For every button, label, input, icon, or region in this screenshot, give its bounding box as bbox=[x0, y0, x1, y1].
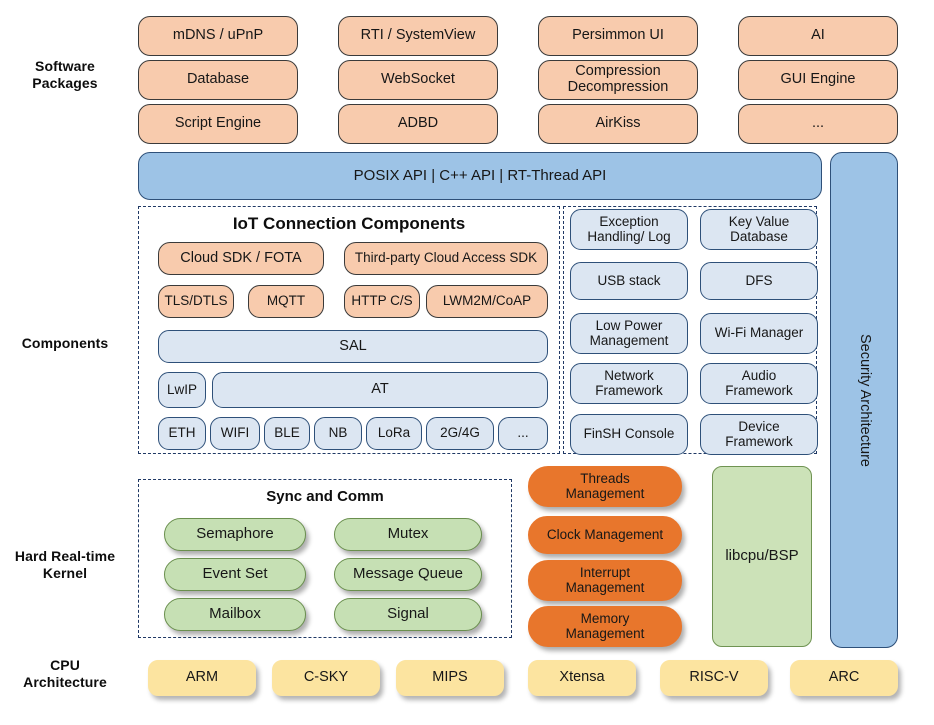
package-box[interactable]: Script Engine bbox=[138, 104, 298, 144]
component-box[interactable]: Wi-Fi Manager bbox=[700, 313, 818, 354]
row-label-components: Components bbox=[21, 334, 109, 351]
package-box[interactable]: RTI / SystemView bbox=[338, 16, 498, 56]
sync-and-comm-group bbox=[138, 479, 512, 638]
component-box[interactable]: Device Framework bbox=[700, 414, 818, 455]
sync-box[interactable]: Semaphore bbox=[164, 518, 306, 551]
component-box[interactable]: USB stack bbox=[570, 262, 688, 300]
cpu-arch-box[interactable]: MIPS bbox=[396, 660, 504, 696]
package-box[interactable]: GUI Engine bbox=[738, 60, 898, 100]
component-box[interactable]: Exception Handling/ Log bbox=[570, 209, 688, 250]
iot-protocol-box[interactable]: MQTT bbox=[248, 285, 324, 318]
kernel-management-box[interactable]: Memory Management bbox=[528, 606, 682, 647]
sync-box[interactable]: Signal bbox=[334, 598, 482, 631]
component-box[interactable]: Key Value Database bbox=[700, 209, 818, 250]
row-label-kernel: Hard Real-time Kernel bbox=[14, 548, 116, 581]
kernel-management-box[interactable]: Threads Management bbox=[528, 466, 682, 507]
row-label-software-packages: Software Packages bbox=[32, 58, 98, 91]
cpu-arch-box[interactable]: ARC bbox=[790, 660, 898, 696]
iot-connection-group bbox=[138, 206, 560, 454]
cpu-arch-box[interactable]: C-SKY bbox=[272, 660, 380, 696]
package-box[interactable]: mDNS / uPnP bbox=[138, 16, 298, 56]
row-label-cpu-architecture: CPU Architecture bbox=[23, 657, 107, 690]
iot-protocol-box[interactable]: HTTP C/S bbox=[344, 285, 420, 318]
iot-protocol-box[interactable]: TLS/DTLS bbox=[158, 285, 234, 318]
package-box[interactable]: Compression Decompression bbox=[538, 60, 698, 100]
kernel-management-box[interactable]: Interrupt Management bbox=[528, 560, 682, 601]
iot-link-box[interactable]: WIFI bbox=[210, 417, 260, 450]
security-architecture-label: Security Architecture bbox=[856, 333, 873, 467]
cpu-arch-box[interactable]: RISC-V bbox=[660, 660, 768, 696]
api-bar[interactable]: POSIX API | C++ API | RT-Thread API bbox=[138, 152, 822, 200]
iot-link-box[interactable]: BLE bbox=[264, 417, 310, 450]
component-box[interactable]: Low Power Management bbox=[570, 313, 688, 354]
package-box[interactable]: Database bbox=[138, 60, 298, 100]
sync-box[interactable]: Message Queue bbox=[334, 558, 482, 591]
kernel-management-box[interactable]: Clock Management bbox=[528, 516, 682, 554]
package-box[interactable]: AI bbox=[738, 16, 898, 56]
component-box[interactable]: FinSH Console bbox=[570, 414, 688, 455]
sync-box[interactable]: Event Set bbox=[164, 558, 306, 591]
package-box[interactable]: ... bbox=[738, 104, 898, 144]
libcpu-bsp-box[interactable]: libcpu/BSP bbox=[712, 466, 812, 647]
iot-protocol-box[interactable]: LWM2M/CoAP bbox=[426, 285, 548, 318]
package-box[interactable]: ADBD bbox=[338, 104, 498, 144]
sync-box[interactable]: Mailbox bbox=[164, 598, 306, 631]
iot-connection-title: IoT Connection Components bbox=[232, 214, 466, 233]
component-box[interactable]: Network Framework bbox=[570, 363, 688, 404]
package-box[interactable]: WebSocket bbox=[338, 60, 498, 100]
iot-link-box[interactable]: ... bbox=[498, 417, 548, 450]
component-box[interactable]: DFS bbox=[700, 262, 818, 300]
iot-sal-box[interactable]: SAL bbox=[158, 330, 548, 363]
cpu-arch-box[interactable]: Xtensa bbox=[528, 660, 636, 696]
iot-sdk-box[interactable]: Cloud SDK / FOTA bbox=[158, 242, 324, 275]
package-box[interactable]: AirKiss bbox=[538, 104, 698, 144]
iot-at-box[interactable]: AT bbox=[212, 372, 548, 408]
iot-link-box[interactable]: NB bbox=[314, 417, 362, 450]
iot-link-box[interactable]: LoRa bbox=[366, 417, 422, 450]
iot-link-box[interactable]: ETH bbox=[158, 417, 206, 450]
cpu-arch-box[interactable]: ARM bbox=[148, 660, 256, 696]
security-architecture-bar[interactable]: Security Architecture bbox=[830, 152, 898, 648]
component-box[interactable]: Audio Framework bbox=[700, 363, 818, 404]
sync-box[interactable]: Mutex bbox=[334, 518, 482, 551]
iot-sdk-box[interactable]: Third-party Cloud Access SDK bbox=[344, 242, 548, 275]
sync-and-comm-title: Sync and Comm bbox=[266, 488, 384, 505]
iot-link-box[interactable]: 2G/4G bbox=[426, 417, 494, 450]
package-box[interactable]: Persimmon UI bbox=[538, 16, 698, 56]
iot-lwip-box[interactable]: LwIP bbox=[158, 372, 206, 408]
